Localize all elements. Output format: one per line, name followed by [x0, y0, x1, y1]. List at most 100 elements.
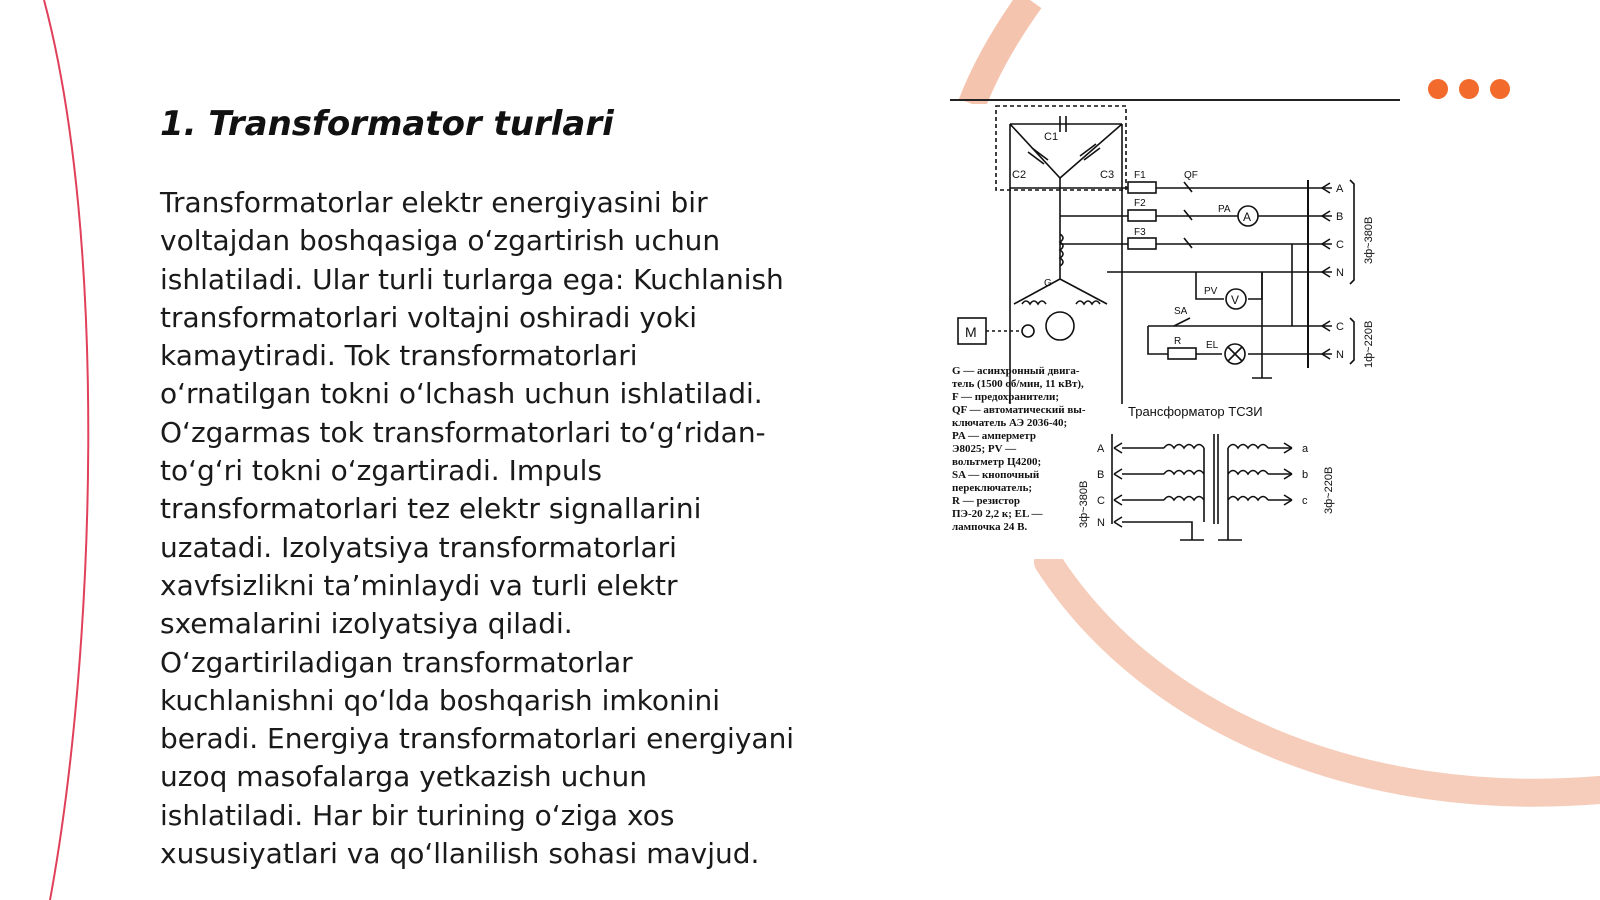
- label-f3: F3: [1134, 227, 1146, 238]
- paragraph-line: xususiyatlari va qo‘llanilish sohasi mav…: [160, 837, 760, 871]
- legend-line: лампочка 24 В.: [952, 521, 1027, 533]
- paragraph-line: voltajdan boshqasiga o‘zgartirish uchun: [160, 224, 721, 258]
- voltage-3ph-label: 3ф~380В: [1363, 217, 1375, 264]
- terminal-n: N: [1336, 267, 1344, 279]
- legend-line: вольтметр Ц4200;: [952, 456, 1041, 468]
- primary-terminal-c: C: [1097, 495, 1105, 507]
- terminal-arrows: [1321, 182, 1331, 360]
- generator-star-wiring: [1013, 178, 1108, 305]
- label-voltmeter: V: [1231, 293, 1239, 307]
- breaker-qf-icon: [1183, 181, 1193, 249]
- terminal-c: C: [1336, 239, 1344, 251]
- decorative-dots: [1428, 79, 1510, 99]
- fuse-f1-icon: [1127, 181, 1157, 194]
- dot-icon: [1428, 79, 1448, 99]
- label-c2: C2: [1012, 169, 1026, 181]
- circuit-diagram-figure: C1 C2 C3 G M F1 F2 F3 QF A PA V PV: [952, 104, 1400, 559]
- paragraph-line: Transformatorlar elektr energiyasini bir: [160, 186, 708, 219]
- winding-icon: [1021, 300, 1047, 306]
- legend-line: QF — автоматический вы-: [952, 404, 1086, 416]
- label-qf: QF: [1184, 170, 1198, 181]
- dot-icon: [1459, 79, 1479, 99]
- voltmeter-icon: [1225, 288, 1247, 310]
- legend-line: ключатель АЭ 2036-40;: [952, 417, 1067, 429]
- secondary-terminal-b: b: [1302, 469, 1308, 481]
- legend-line: PA — амперметр: [952, 430, 1036, 442]
- terminal-braces: [1349, 179, 1355, 365]
- circuit-diagram: C1 C2 C3 G M F1 F2 F3 QF A PA V PV: [952, 105, 1375, 541]
- paragraph-line: O‘zgartiriladigan transformatorlar: [160, 645, 633, 679]
- voltage-1ph-label: 1ф~220В: [1363, 321, 1375, 368]
- label-pa: PA: [1218, 204, 1231, 215]
- capacitor-wiring: [1009, 123, 1123, 404]
- capacitor-c3-icon: [1079, 143, 1101, 161]
- legend-line: G — асинхронный двига-: [952, 365, 1080, 377]
- transformer-secondary-voltage: 3ф~220В: [1323, 467, 1335, 514]
- slide-body-text: Transformatorlar elektr energiyasini bir…: [160, 184, 860, 873]
- paragraph-line: uzoq masofalarga yetkazish uchun: [160, 760, 647, 794]
- legend-line: ПЭ-20 2,2 к; EL —: [952, 508, 1043, 520]
- fuse-f2-icon: [1127, 209, 1157, 222]
- label-r: R: [1174, 336, 1181, 347]
- label-motor: M: [965, 324, 977, 340]
- capacitor-block: [995, 105, 1127, 191]
- single-phase-wiring: [1147, 244, 1332, 355]
- label-sa: SA: [1174, 306, 1188, 317]
- orange-arc-bottom: [1034, 548, 1600, 807]
- legend-line: SA — кнопочный: [952, 469, 1040, 481]
- secondary-terminal-a: a: [1302, 443, 1309, 455]
- secondary-terminal-c: c: [1302, 495, 1308, 507]
- ground-icon: [1252, 354, 1272, 379]
- lamp-cross: [1227, 346, 1243, 362]
- secondary-terminal-arrows: [1283, 442, 1293, 506]
- paragraph-line: ishlatiladi. Har bir turining o‘ziga xos: [160, 798, 675, 832]
- transformer-core-icon: [1203, 434, 1219, 524]
- phase-wires: [1010, 187, 1332, 273]
- label-f1: F1: [1134, 170, 1146, 181]
- paragraph-line: to‘g‘ri tokni o‘zgartiradi. Impuls: [160, 454, 602, 488]
- paragraph-line: kuchlanishni qo‘lda boshqarish imkonini: [160, 683, 721, 717]
- left-accent-line: [43, 0, 90, 900]
- figure-top-rule: [950, 99, 1400, 101]
- primary-wiring: [1122, 447, 1204, 541]
- secondary-wiring: [1218, 447, 1292, 541]
- paragraph-line: beradi. Energiya transformatorlari energ…: [160, 722, 795, 756]
- primary-terminal-a: A: [1097, 443, 1105, 455]
- coupling-icon: [1021, 324, 1035, 338]
- transformer-primary-voltage: 3ф~380В: [1078, 481, 1090, 528]
- capacitor-c1-icon: [1059, 116, 1067, 132]
- winding-icon: [1058, 233, 1064, 267]
- generator-rotor-icon: [1045, 311, 1075, 341]
- fuse-f3-icon: [1127, 237, 1157, 250]
- label-pv: PV: [1204, 286, 1218, 297]
- paragraph-line: sxemalarini izolyatsiya qiladi.: [160, 607, 573, 641]
- label-f2: F2: [1134, 198, 1146, 209]
- paragraph-line: kamaytiradi. Tok transformatorlari: [160, 339, 638, 373]
- terminal-c-single: C: [1336, 321, 1344, 333]
- primary-terminal-b: B: [1097, 469, 1104, 481]
- paragraph-line: transformatorlari voltajni oshiradi yoki: [160, 300, 698, 334]
- label-g: G: [1044, 278, 1052, 289]
- ammeter-icon: [1237, 205, 1259, 227]
- paragraph-line: O‘zgarmas tok transformatorlari to‘g‘rid…: [160, 415, 766, 449]
- legend-line: Э8025; PV —: [952, 443, 1017, 455]
- paragraph-line: xavfsizlikni ta’minlaydi va turli elektr: [160, 568, 678, 602]
- primary-terminal-n: N: [1097, 517, 1105, 529]
- capacitor-c2-icon: [1027, 147, 1049, 165]
- legend-line: переключатель;: [952, 482, 1032, 494]
- label-ammeter: A: [1243, 210, 1251, 224]
- legend-line: R — резистор: [952, 495, 1020, 507]
- switch-sa-icon: [1173, 317, 1191, 327]
- dot-icon: [1490, 79, 1510, 99]
- terminal-n-single: N: [1336, 349, 1344, 361]
- paragraph-line: uzatadi. Izolyatsiya transformatorlari: [160, 530, 677, 564]
- primary-coil-icon: [1163, 443, 1205, 502]
- legend-line: тель (1500 об/мин, 11 кВт),: [952, 378, 1084, 390]
- label-c3: C3: [1100, 169, 1114, 181]
- winding-icon: [1075, 300, 1101, 306]
- label-c1: C1: [1044, 131, 1058, 143]
- terminal-a: A: [1336, 183, 1344, 195]
- secondary-coil-icon: [1227, 443, 1269, 502]
- primary-terminal-arrows: [1111, 434, 1123, 528]
